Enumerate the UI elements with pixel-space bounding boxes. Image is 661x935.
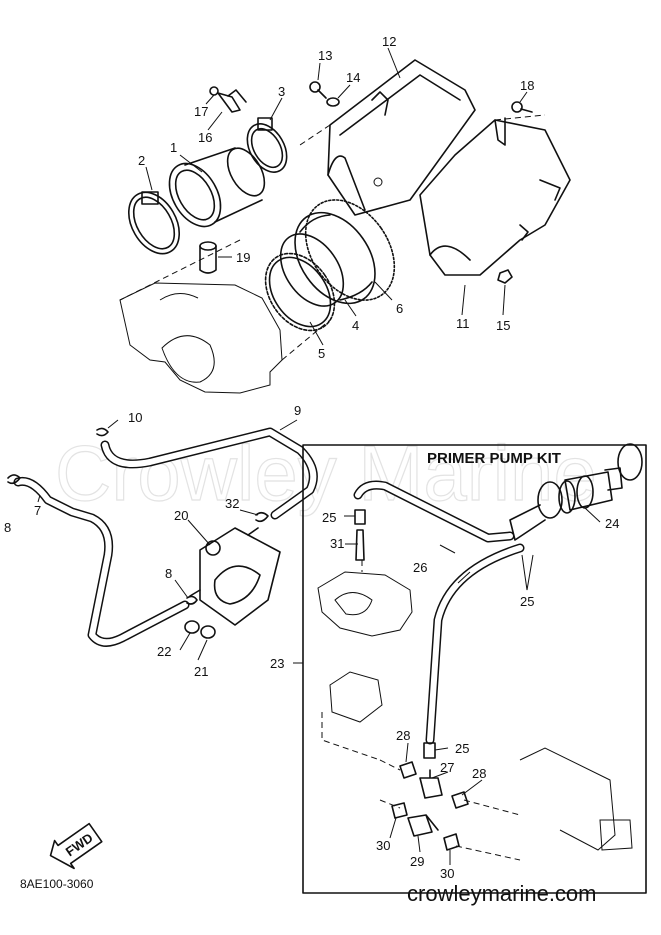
kit-title: PRIMER PUMP KIT <box>427 450 561 467</box>
callout-21: 21 <box>194 664 208 679</box>
callout-14: 14 <box>346 70 360 85</box>
washer-21 <box>200 625 216 639</box>
intake-assembly <box>119 59 571 394</box>
callout-9: 9 <box>294 403 301 418</box>
callout-30-upper: 30 <box>376 838 390 853</box>
clamp-28-left <box>399 761 417 779</box>
diagram-code: 8AE100-3060 <box>20 877 94 891</box>
callout-22: 22 <box>157 644 171 659</box>
t-joint-29 <box>407 814 439 837</box>
callout-12: 12 <box>382 34 396 49</box>
joint-25-upper <box>354 509 366 525</box>
callout-8-pump: 8 <box>165 566 172 581</box>
clip-32 <box>255 511 269 523</box>
callout-25-right: 25 <box>520 594 534 609</box>
callout-16: 16 <box>198 130 212 145</box>
callout-23: 23 <box>270 656 284 671</box>
callout-4: 4 <box>352 318 359 333</box>
primer-hose-26 <box>353 480 525 745</box>
check-valve-31 <box>355 529 365 561</box>
clamp-30-lower <box>443 833 460 851</box>
callout-15: 15 <box>496 318 510 333</box>
callout-1: 1 <box>170 140 177 155</box>
callout-labels: 1 2 3 4 5 6 7 8 8 9 10 11 12 13 14 15 16… <box>4 34 619 881</box>
callout-32: 32 <box>225 496 239 511</box>
kit-tank-sketch <box>519 747 616 851</box>
t-joint-27 <box>419 769 443 799</box>
screw-18 <box>511 101 533 113</box>
callout-19: 19 <box>236 250 250 265</box>
callout-11: 11 <box>456 316 470 331</box>
hose-clamp-3 <box>246 117 288 173</box>
clamp-28-right <box>451 791 469 809</box>
callout-28-right: 28 <box>472 766 486 781</box>
bracket-16-bolt-17 <box>209 86 247 113</box>
fuel-system <box>7 427 318 647</box>
callout-29: 29 <box>410 854 424 869</box>
callout-30-lower: 30 <box>440 866 454 881</box>
callout-5: 5 <box>318 346 325 361</box>
kit-border <box>302 444 647 894</box>
website-label: crowleymarine.com <box>407 881 597 906</box>
callout-3: 3 <box>278 84 285 99</box>
spacer-19 <box>199 241 217 274</box>
intake-joint-4 <box>264 199 396 332</box>
washer-14 <box>326 97 340 107</box>
callout-20: 20 <box>174 508 188 523</box>
fwd-arrow-icon: FWD <box>49 822 103 870</box>
joint-25-lower <box>423 742 436 759</box>
callout-17: 17 <box>194 104 208 119</box>
callout-2: 2 <box>138 153 145 168</box>
kit-carburetor-sketch <box>329 671 383 723</box>
clip-8-lower <box>186 595 198 605</box>
primer-pump-kit: PRIMER PUMP KIT <box>302 443 647 894</box>
fuel-pump-20 <box>189 527 281 626</box>
watermark-text: Crowley Marine <box>55 429 597 517</box>
leader-lines <box>37 47 601 865</box>
kit-engine-sketch <box>317 571 413 637</box>
callout-27: 27 <box>440 760 454 775</box>
callout-28-left: 28 <box>396 728 410 743</box>
callout-7: 7 <box>34 503 41 518</box>
silencer-cover-12 <box>327 59 476 216</box>
clamp-30-upper <box>391 802 408 819</box>
screw-13 <box>309 81 327 99</box>
callout-25-lower: 25 <box>455 741 469 756</box>
nut-15 <box>497 269 513 284</box>
clip-10 <box>96 427 109 437</box>
callout-25-upper: 25 <box>322 510 336 525</box>
intake-joint-1 <box>168 147 266 228</box>
fuel-hose-9 <box>100 427 318 520</box>
callout-26: 26 <box>413 560 427 575</box>
silencer-case-11 <box>419 117 571 276</box>
fuel-hose-7 <box>13 476 190 647</box>
fwd-label: FWD <box>63 830 96 859</box>
callout-6: 6 <box>396 301 403 316</box>
callout-24: 24 <box>605 516 619 531</box>
callout-18: 18 <box>520 78 534 93</box>
clip-8-upper <box>7 474 21 485</box>
nut-22 <box>184 620 200 634</box>
callout-10: 10 <box>128 410 142 425</box>
hose-clamp-2 <box>127 191 181 255</box>
callout-13: 13 <box>318 48 332 63</box>
callout-31: 31 <box>330 536 344 551</box>
callout-8-left: 8 <box>4 520 11 535</box>
engine-outline <box>119 282 283 394</box>
